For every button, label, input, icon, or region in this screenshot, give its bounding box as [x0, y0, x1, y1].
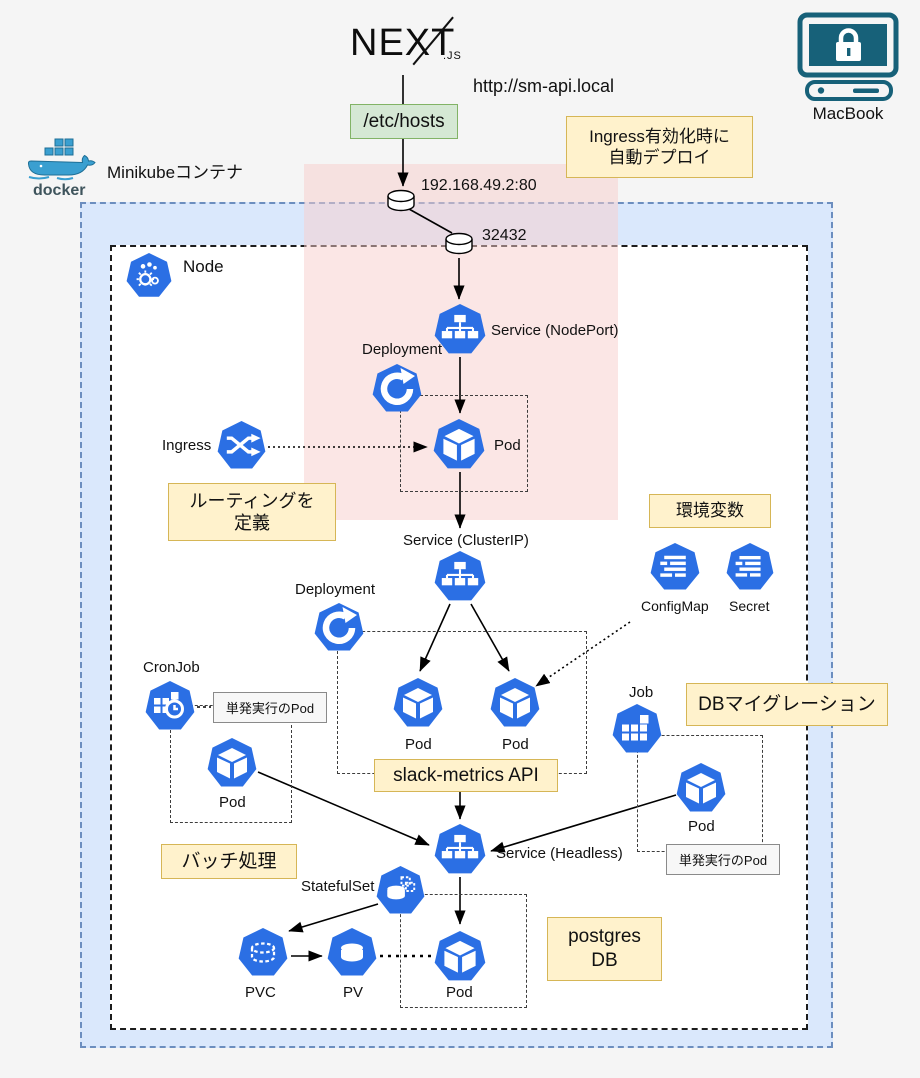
ingress-icon: [217, 421, 266, 469]
deployment-icon-front: [372, 364, 422, 412]
node-ip-label: 192.168.49.2:80: [421, 177, 537, 194]
pod-icon-api-2: [490, 678, 540, 727]
docker-logo: docker: [27, 135, 103, 199]
cronjob-icon: [145, 681, 195, 730]
configmap-icon: [650, 543, 700, 590]
pod-icon-api-1: [393, 678, 443, 727]
etc-hosts-box: /etc/hosts: [350, 104, 458, 139]
nextjs-word: NEXT: [350, 22, 456, 64]
oneshot-pod-note-job: 単発実行のPod: [666, 844, 780, 875]
pv-icon: [327, 928, 377, 976]
job-label: Job: [629, 684, 654, 701]
statefulset-label: StatefulSet: [301, 878, 375, 895]
pod-icon-postgres: [434, 931, 486, 981]
pod-label-job: Pod: [688, 818, 715, 835]
statefulset-icon: [376, 866, 425, 914]
pod-label-cronjob: Pod: [219, 794, 246, 811]
secret-label: Secret: [729, 598, 770, 614]
slack-api-note: slack-metrics API: [374, 759, 558, 792]
pod-icon-front: [433, 419, 485, 469]
etc-hosts-label: /etc/hosts: [363, 110, 445, 132]
db-migration-note: DBマイグレーション: [686, 683, 888, 726]
oneshot-pod-note-cronjob: 単発実行のPod: [213, 692, 327, 723]
deployment-label-front: Deployment: [362, 341, 443, 358]
deployment-label-api: Deployment: [295, 581, 376, 598]
pod-icon-cronjob: [207, 738, 257, 787]
svg-text:docker: docker: [33, 182, 85, 199]
ingress-auto-note: Ingress有効化時に 自動デプロイ: [566, 116, 753, 178]
node-label: Node: [183, 257, 224, 276]
postgres-db-note: postgres DB: [547, 917, 662, 981]
pv-label: PV: [343, 984, 364, 1001]
nextjs-logo: NEXT .JS: [350, 16, 475, 80]
pvc-label: PVC: [245, 984, 276, 1001]
cronjob-label: CronJob: [143, 659, 200, 676]
macbook-icon: [793, 12, 903, 102]
pod-label-api-2: Pod: [502, 736, 529, 753]
env-vars-note: 環境変数: [649, 494, 771, 528]
node-icon: [126, 253, 172, 297]
configmap-label: ConfigMap: [641, 598, 709, 614]
deployment-pod-group: [400, 395, 528, 492]
service-clusterip-label: Service (ClusterIP): [403, 532, 529, 549]
pod-label-api-1: Pod: [405, 736, 432, 753]
statefulset-pod-group: [400, 894, 527, 1008]
routing-note: ルーティングを 定義: [168, 483, 336, 541]
nextjs-suffix: .JS: [443, 50, 462, 62]
slack-metrics-group: [337, 631, 587, 774]
service-nodeport-label: Service (NodePort): [491, 322, 619, 339]
service-nodeport-icon: [434, 304, 486, 354]
macbook-label: MacBook: [812, 104, 884, 123]
minikube-label: Minikubeコンテナ: [107, 163, 244, 182]
job-icon: [612, 704, 662, 753]
deployment-icon-api: [314, 603, 364, 651]
pvc-icon: [238, 928, 288, 976]
batch-note: バッチ処理: [161, 844, 297, 879]
secret-icon: [726, 543, 774, 590]
service-clusterip-icon: [434, 551, 486, 601]
ingress-label: Ingress: [162, 437, 212, 454]
pod-label-postgres: Pod: [446, 984, 473, 1001]
node-port-label: 32432: [482, 227, 527, 244]
api-url-label: http://sm-api.local: [473, 76, 615, 96]
service-headless-label: Service (Headless): [496, 845, 623, 862]
pod-label-front: Pod: [494, 437, 521, 454]
pod-icon-job: [676, 763, 726, 812]
service-headless-icon: [434, 824, 486, 874]
